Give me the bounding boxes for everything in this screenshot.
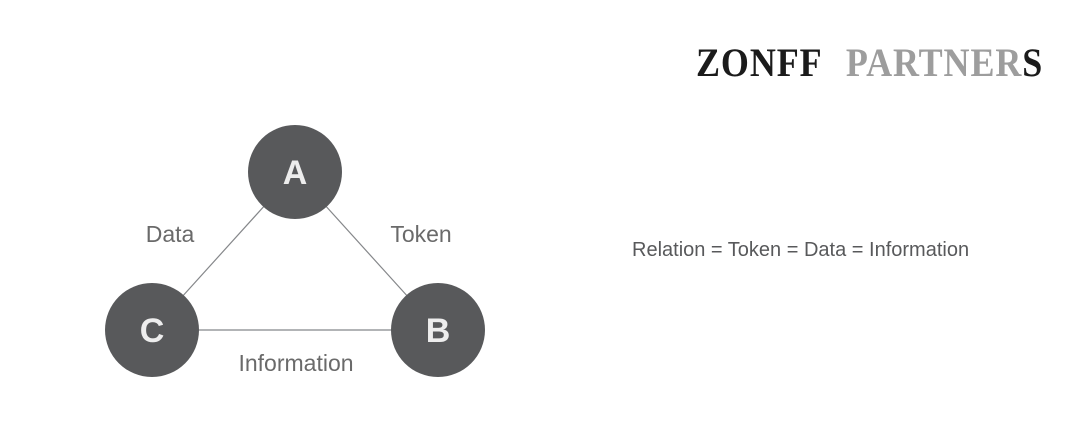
edge-label-data: Data (146, 221, 195, 247)
logo-word-zonff: ZONFF (696, 40, 823, 85)
node-b-label: B (426, 312, 451, 350)
logo-word-partner: PARTNER (845, 40, 1023, 85)
logo-letter-s: S (1022, 40, 1044, 85)
triangle-diagram: A C B Data Token Information (105, 125, 485, 377)
brand-logo: ZONFF PARTNERS (696, 43, 1043, 83)
node-b-circle (391, 283, 485, 377)
node-a-circle (248, 125, 342, 219)
edge-label-information: Information (238, 350, 353, 376)
node-c-label: C (140, 312, 165, 350)
edge-label-token: Token (390, 221, 451, 247)
node-c-circle (105, 283, 199, 377)
caption-text: Relation = Token = Data = Information (632, 239, 970, 261)
node-a-label: A (283, 154, 308, 192)
